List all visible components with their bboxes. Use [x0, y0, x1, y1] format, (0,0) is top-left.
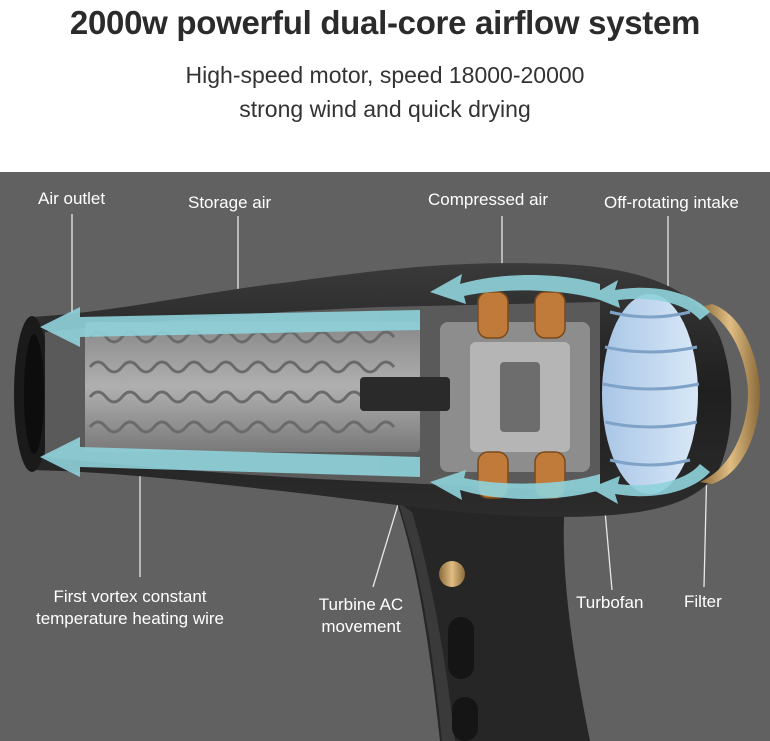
label-turbofan: Turbofan	[576, 593, 644, 612]
label-air-outlet: Air outlet	[38, 189, 106, 208]
subtitle-line-1: High-speed motor, speed 18000-20000	[185, 62, 585, 88]
label-turbine: Turbine AC movement	[304, 594, 418, 638]
heating-coils	[88, 330, 396, 434]
hair-dryer-cutaway-image: Air outlet Storage air Compressed air Of…	[0, 172, 770, 741]
turbofan	[602, 294, 700, 494]
hair-dryer-illustration	[14, 214, 760, 741]
label-compressed-air: Compressed air	[428, 190, 548, 209]
header: 2000w powerful dual-core airflow system …	[0, 0, 770, 172]
label-turbine-line-1: Turbine AC	[318, 595, 404, 614]
label-filter: Filter	[684, 592, 722, 611]
label-heating-wire-line-2: temperature heating wire	[35, 609, 225, 628]
handle	[395, 497, 590, 741]
label-heating-wire: First vortex constant temperature heatin…	[20, 586, 240, 630]
label-turbine-line-2: movement	[321, 617, 401, 636]
label-off-rotating-intake: Off-rotating intake	[604, 193, 739, 212]
label-heating-wire-line-1: First vortex constant	[53, 587, 207, 606]
subtitle-line-2: strong wind and quick drying	[239, 96, 531, 122]
filter-ring	[700, 304, 760, 484]
page-title: 2000w powerful dual-core airflow system	[69, 4, 701, 41]
label-storage-air: Storage air	[188, 193, 272, 212]
airflow-arrows	[40, 274, 710, 504]
